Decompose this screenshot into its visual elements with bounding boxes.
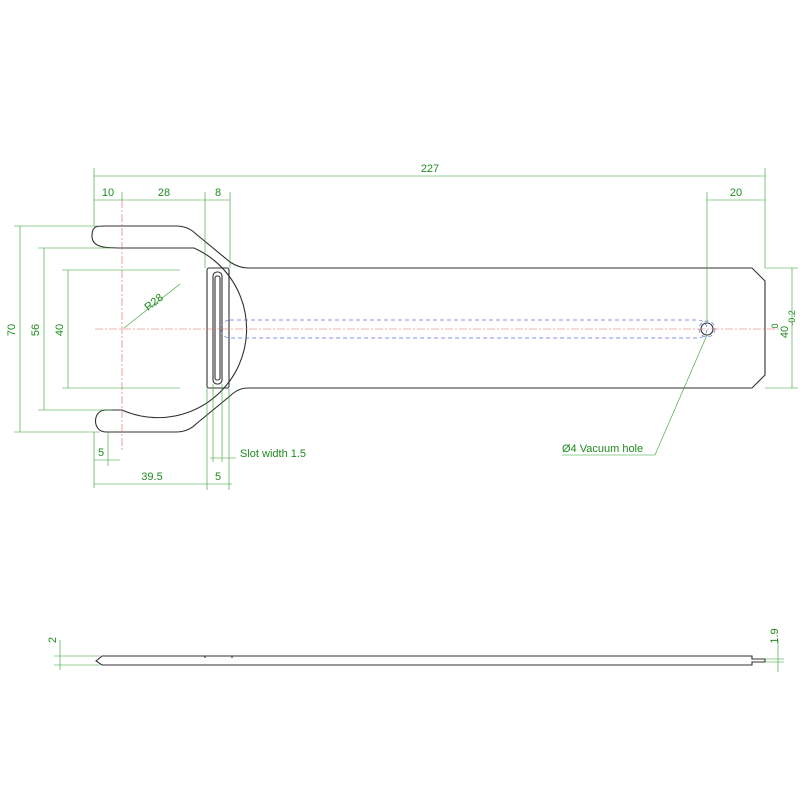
- note-vacuum-hole: Ø4 Vacuum hole: [562, 443, 643, 455]
- plan-dimensions: 227 10 28 8 20 70 56 40 R28: [6, 163, 798, 490]
- dim-fork-tip: 10: [102, 187, 114, 199]
- side-outline: [95, 655, 766, 666]
- dim-tip-radius: 5: [98, 447, 104, 459]
- dim-fork-depth: 28: [158, 187, 170, 199]
- slot-frame: [206, 267, 230, 389]
- dim-outer-width: 70: [6, 324, 18, 336]
- dim-inner-width: 40: [54, 324, 66, 336]
- part-outline: [91, 225, 766, 433]
- dim-slot-length: 5: [215, 471, 221, 483]
- slot: [212, 271, 223, 385]
- dim-slot-offset: 8: [215, 187, 221, 199]
- dim-tol-lower: -0.2: [787, 310, 797, 326]
- dim-end-length: 20: [730, 187, 742, 199]
- dim-tol-upper: 0: [770, 323, 780, 328]
- dim-jaw-width: 56: [30, 324, 42, 336]
- dim-radius: R28: [143, 292, 166, 314]
- dim-end-thickness: 1.9: [769, 628, 781, 643]
- dim-overall-length: 227: [421, 163, 439, 175]
- dim-slot-position: 39.5: [141, 471, 162, 483]
- vacuum-channel: [220, 319, 708, 339]
- side-view: 2 1.9: [47, 628, 784, 672]
- note-slot-width: Slot width 1.5: [240, 448, 306, 460]
- dim-handle-width: 40: [779, 326, 791, 338]
- dim-thickness: 2: [47, 637, 59, 643]
- slot-inner: [214, 275, 221, 381]
- plan-view: [91, 200, 780, 450]
